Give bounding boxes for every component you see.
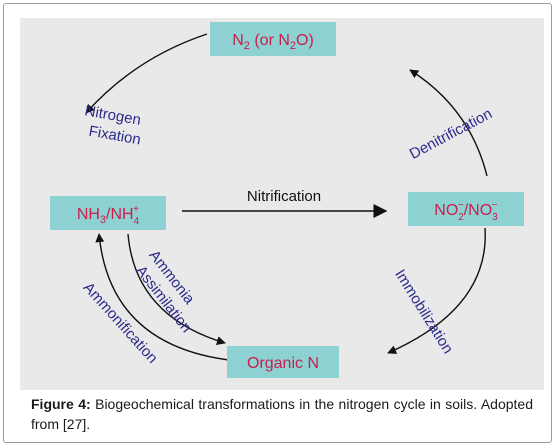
nh4-sub: 4 — [134, 216, 140, 227]
no2-sup: − — [458, 200, 464, 211]
svg-text:NO2−/NO3−: NO2−/NO3− — [434, 200, 498, 223]
svg-text:N2 (or N2O): N2 (or N2O) — [232, 32, 314, 52]
nh4-sup: + — [133, 204, 139, 215]
node-nh3-nh4: NH3/NH4+ — [50, 196, 166, 230]
node-no2-no3: NO2−/NO3− — [408, 192, 524, 226]
nh3-sub: 3 — [100, 214, 106, 226]
no3-label: /NO — [464, 202, 492, 219]
no3-sub: 3 — [492, 212, 498, 223]
immobilization-arrow — [387, 227, 486, 354]
label-nitrification: Nitrification — [247, 188, 321, 205]
nitrogen-cycle-diagram: N2 (or N2O) NH3/NH4+ NO2−/NO3− Org — [50, 22, 524, 378]
nh4-label: /NH — [106, 206, 134, 223]
n2-sub1: 2 — [244, 40, 250, 52]
svg-text:NH3/NH4+: NH3/NH4+ — [77, 204, 140, 227]
n2-sub2: 2 — [290, 40, 296, 52]
ammonification-arrow — [95, 233, 238, 362]
figure-frame: N2 (or N2O) NH3/NH4+ NO2−/NO3− Org — [3, 3, 552, 443]
n2-tail: O) — [296, 32, 314, 49]
organic-n-label: Organic N — [247, 355, 319, 372]
denitrification-arrow — [409, 69, 488, 177]
caption-text: Biogeochemical transformations in the ni… — [31, 396, 533, 432]
node-n2: N2 (or N2O) — [210, 22, 336, 56]
no3-sup: − — [492, 200, 498, 211]
node-organic-n: Organic N — [227, 346, 339, 378]
figure-caption: Figure 4: Biogeochemical transformations… — [31, 394, 533, 434]
n2-mid: (or N — [250, 32, 290, 49]
diagram-panel: N2 (or N2O) NH3/NH4+ NO2−/NO3− Org — [20, 18, 544, 390]
nh3-label: NH — [77, 206, 100, 223]
label-immobilization: Immobilization — [391, 266, 456, 356]
caption-label: Figure 4: — [31, 396, 91, 412]
nitrogen-fixation-arrow — [85, 33, 208, 114]
ammonia-assimilation-arrow — [127, 233, 226, 345]
no2-sub: 2 — [458, 212, 464, 223]
label-denitrification: Denitrification — [407, 105, 495, 163]
n2-main: N — [232, 32, 244, 49]
no2-label: NO — [434, 202, 458, 219]
